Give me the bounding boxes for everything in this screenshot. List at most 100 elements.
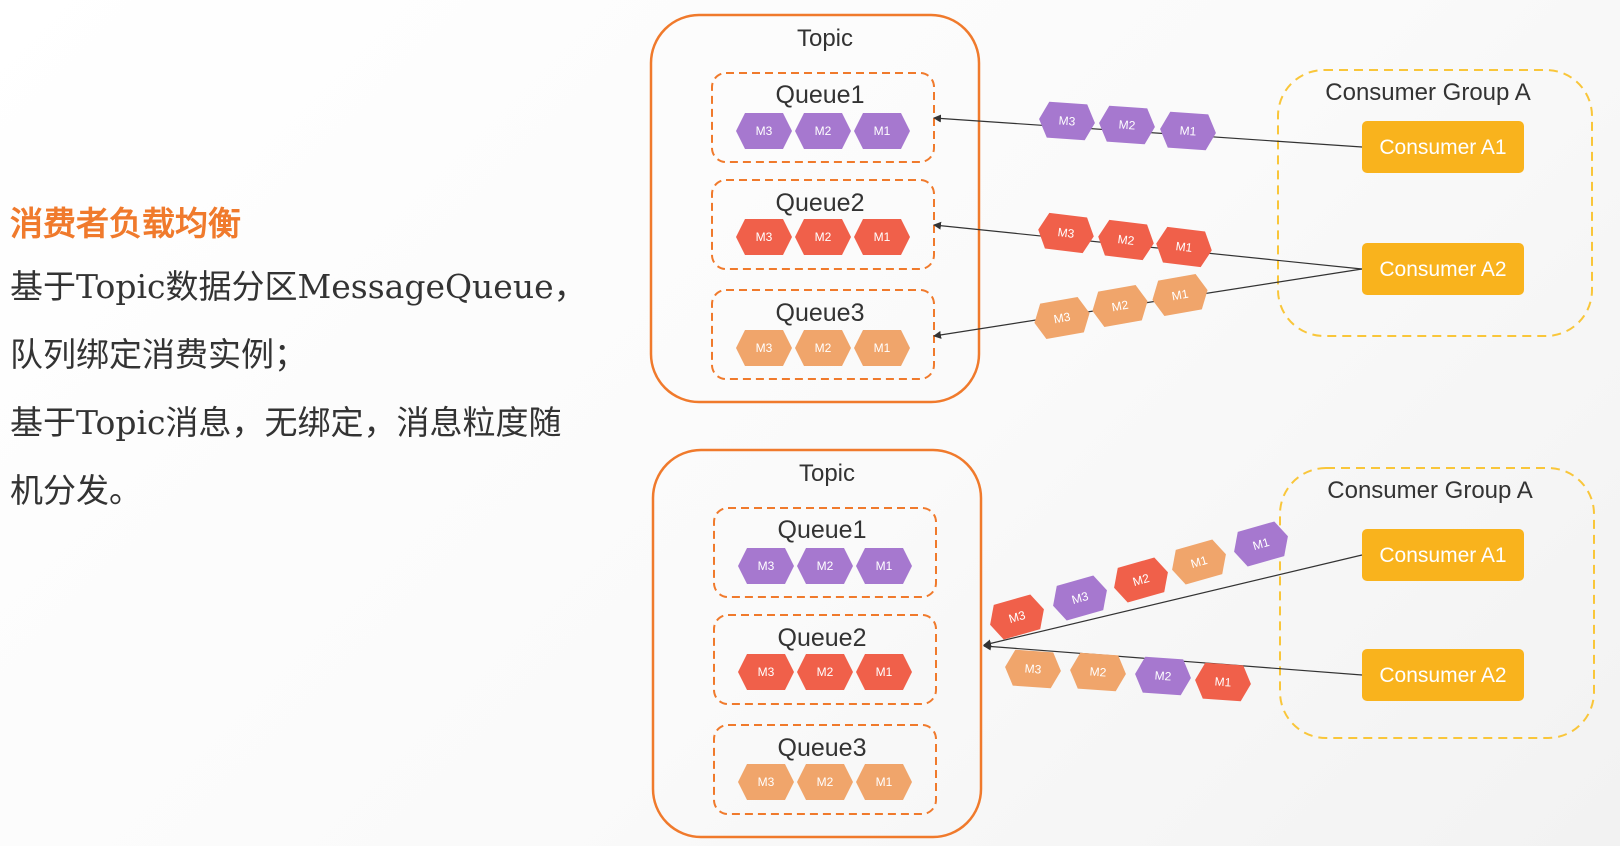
message-hexagon: M1: [854, 219, 910, 255]
message-hexagon: M2: [795, 330, 851, 366]
message-hexagon: M2: [795, 113, 851, 149]
message-label: M1: [874, 230, 891, 244]
message-label: M3: [1024, 661, 1042, 676]
message-label: M2: [1117, 232, 1136, 248]
topic-label: Topic: [797, 25, 853, 52]
consumer-box: Consumer A2: [1362, 243, 1524, 295]
message-label: M1: [1171, 287, 1190, 304]
queue-label: Queue2: [778, 624, 867, 652]
message-hexagon: M3: [1005, 649, 1061, 689]
message-label: M1: [876, 775, 893, 789]
message-label: M2: [817, 775, 834, 789]
queue-label: Queue3: [776, 299, 865, 327]
message-label: M3: [758, 665, 775, 679]
consumer-box: Consumer A2: [1362, 649, 1524, 701]
message-label: M2: [815, 230, 832, 244]
message-label: M3: [756, 230, 773, 244]
consumer-label: Consumer A2: [1379, 258, 1506, 281]
message-hexagon: M3: [738, 548, 794, 584]
description-panel: 消费者负载均衡 基于Topic数据分区MessageQueue， 队列绑定消费实…: [10, 195, 650, 525]
message-hexagon: M3: [736, 219, 792, 255]
message-label: M2: [817, 559, 834, 573]
message-label: M1: [1251, 535, 1271, 553]
message-label: M2: [815, 124, 832, 138]
queue-box: Queue3 M3 M2 M1: [711, 289, 935, 380]
queue-label: Queue2: [776, 189, 865, 217]
message-hexagon: M1: [856, 764, 912, 800]
message-hexagon: M1: [1152, 273, 1208, 317]
consumer-group-label: Consumer Group A: [1325, 79, 1530, 106]
message-label: M1: [876, 559, 893, 573]
message-hexagon: M1: [854, 113, 910, 149]
message-label: M1: [874, 341, 891, 355]
message-hexagon: M2: [797, 548, 853, 584]
message-hexagon: M3: [736, 113, 792, 149]
message-label: M3: [756, 341, 773, 355]
message-label: M1: [1179, 123, 1197, 138]
consumer-label: Consumer A1: [1379, 544, 1506, 567]
message-hexagon: M2: [795, 219, 851, 255]
message-hexagon: M2: [797, 654, 853, 690]
message-hexagon: M2: [1114, 557, 1168, 603]
message-hexagon: M1: [856, 548, 912, 584]
message-label: M3: [1058, 113, 1076, 128]
message-hexagon: M3: [738, 764, 794, 800]
consumer-label: Consumer A2: [1379, 664, 1506, 687]
message-label: M1: [1189, 553, 1209, 571]
consumer-group-box: [1279, 467, 1595, 739]
consumer-group-box: [1277, 69, 1593, 337]
message-label: M1: [876, 665, 893, 679]
message-hexagon: M3: [1053, 575, 1107, 621]
message-hexagon: M2: [797, 764, 853, 800]
message-label: M1: [1214, 674, 1232, 689]
message-label: M3: [1007, 608, 1027, 626]
message-hexagon: M1: [1234, 521, 1288, 567]
description-line: 机分发。: [10, 471, 142, 510]
message-hexagon: M1: [1172, 539, 1226, 585]
queue-box: Queue1 M3 M2 M1: [711, 72, 935, 163]
message-hexagon: M2: [1070, 652, 1126, 692]
message-label: M3: [1057, 225, 1076, 241]
message-hexagon: M3: [738, 654, 794, 690]
message-hexagon: M2: [1098, 219, 1154, 261]
message-hexagon: M3: [1039, 101, 1095, 141]
message-label: M2: [815, 341, 832, 355]
queue-box: Queue3 M3 M2 M1: [713, 724, 937, 815]
message-label: M2: [1111, 298, 1130, 315]
message-label: M2: [1154, 668, 1172, 683]
topic-label: Topic: [799, 460, 855, 487]
flow-arrow: [933, 268, 1363, 339]
description-line: 队列绑定消费实例；: [10, 335, 307, 374]
message-hexagon: M1: [854, 330, 910, 366]
topic-box: [651, 448, 983, 839]
queue-box: Queue2 M3 M2 M1: [713, 614, 937, 705]
message-label: M3: [756, 124, 773, 138]
message-label: M2: [817, 665, 834, 679]
queue-label: Queue3: [778, 734, 867, 762]
queue-box: Queue2 M3 M2 M1: [711, 179, 935, 270]
message-hexagon: M2: [1092, 284, 1148, 328]
message-hexagon: M3: [736, 330, 792, 366]
message-hexagon: M3: [1034, 296, 1090, 340]
description-line: 基于Topic数据分区MessageQueue，: [10, 267, 587, 306]
message-hexagon: M1: [1156, 226, 1212, 268]
message-label: M3: [758, 775, 775, 789]
queue-box: Queue1 M3 M2 M1: [713, 507, 937, 598]
message-label: M2: [1118, 117, 1136, 132]
message-hexagon: M3: [990, 594, 1044, 640]
message-hexagon: M2: [1135, 656, 1191, 696]
description-line: 基于Topic消息，无绑定，消息粒度随: [10, 403, 562, 442]
message-hexagon: M1: [1160, 111, 1216, 151]
queue-label: Queue1: [776, 81, 865, 109]
queue-label: Queue1: [778, 516, 867, 544]
message-label: M1: [1175, 239, 1194, 255]
message-label: M3: [758, 559, 775, 573]
consumer-box: Consumer A1: [1362, 529, 1524, 581]
consumer-box: Consumer A1: [1362, 121, 1524, 173]
message-hexagon: M1: [1195, 662, 1251, 702]
consumer-group-label: Consumer Group A: [1327, 477, 1532, 504]
flow-arrow: [983, 554, 1363, 648]
